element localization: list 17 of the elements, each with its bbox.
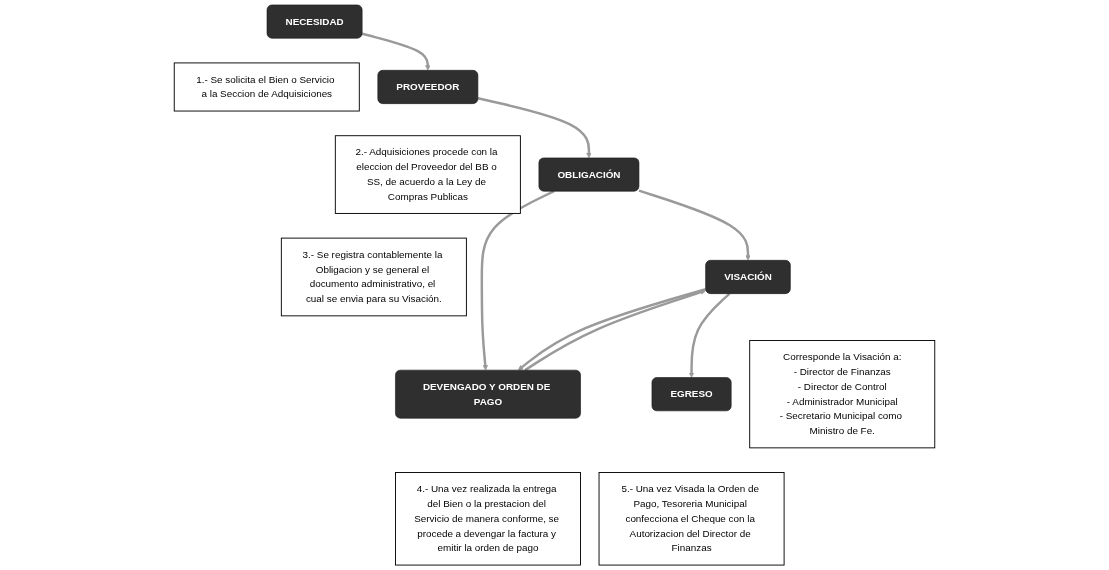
node-box: Corresponde la Visación a: - Director de Finanzas - Director de Control - Administrador Municipal - Secretario Municipal como Ministro de Fe. bbox=[749, 340, 936, 449]
node-box: EGRESO bbox=[651, 377, 732, 412]
node-box: VISACIÓN bbox=[705, 260, 791, 294]
arrow bbox=[361, 32, 431, 71]
node-box: 5.- Una vez Visada la Orden de Pago, Tesoreria Municipal confecciona el Cheque con la Autorizacion del Director de Finanzas bbox=[598, 472, 785, 566]
node-box: DEVENGADO Y ORDEN DE PAGO bbox=[395, 369, 581, 419]
arrow bbox=[480, 190, 555, 371]
node-box: 1.- Se solicita el Bien o Servicio a la Seccion de Adquisiciones bbox=[173, 62, 360, 112]
node-box: PROVEEDOR bbox=[377, 70, 479, 104]
node-box: 2.- Adquisiciones procede con la eleccion del Proveedor del BB o SS, de acuerdo a la Ley de Compras Publicas bbox=[334, 135, 521, 214]
node-box: OBLIGACIÓN bbox=[538, 157, 640, 192]
arrow bbox=[688, 292, 731, 378]
arrow bbox=[638, 189, 751, 261]
node-box: 3.- Se registra contablemente la Obligacion y se general el documento administrativo, el cual se envia para su Visación. bbox=[280, 237, 467, 317]
node-box: NECESIDAD bbox=[266, 4, 363, 39]
arrow bbox=[477, 97, 592, 159]
node-box: 4.- Una vez realizada la entrega del Bien o la prestacion del Servicio de manera conforme, se procede a devengar la factura y emitir la orden de pago bbox=[395, 472, 581, 566]
